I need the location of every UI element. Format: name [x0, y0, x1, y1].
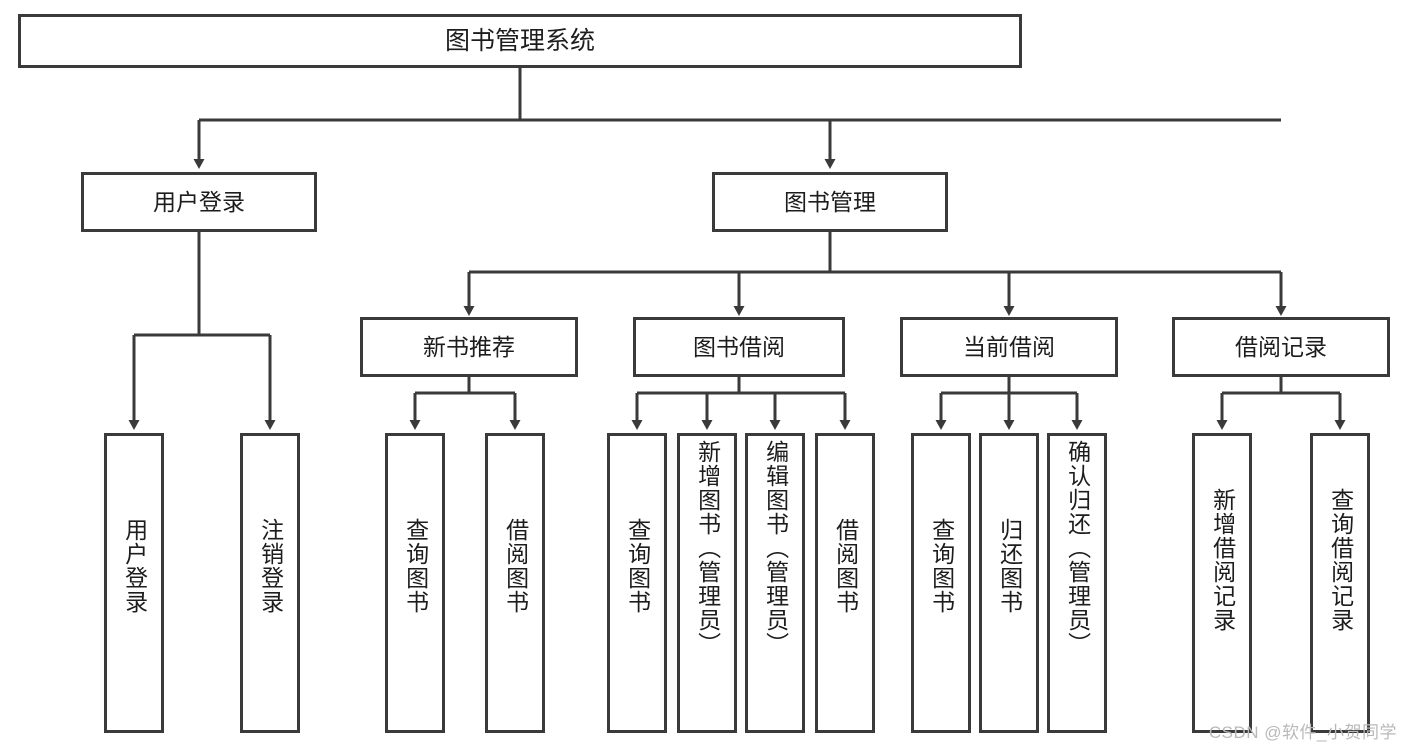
leaf-book-borrow-borrow-label: 借阅图书 — [832, 518, 859, 614]
leaf-book-borrow-query-label: 查询图书 — [624, 518, 651, 614]
leaf-new-book-borrow-label: 借阅图书 — [502, 518, 529, 614]
leaf-new-book-query-label: 查询图书 — [402, 518, 429, 614]
node-user-login[interactable]: 用户登录 — [81, 172, 317, 232]
leaf-book-borrow-edit-label: 编辑图书（管理员） — [762, 440, 789, 656]
node-book-management-label: 图书管理 — [784, 188, 876, 215]
node-current-borrow[interactable]: 当前借阅 — [900, 317, 1118, 377]
leaf-book-borrow-query[interactable]: 查询图书 — [607, 433, 667, 733]
leaf-borrow-records-add-label: 新增借阅记录 — [1209, 488, 1236, 632]
node-new-book-recommend[interactable]: 新书推荐 — [360, 317, 578, 377]
leaf-current-borrow-query[interactable]: 查询图书 — [911, 433, 971, 733]
leaf-borrow-records-query-label: 查询借阅记录 — [1327, 488, 1354, 632]
node-borrow-records-label: 借阅记录 — [1235, 333, 1327, 360]
leaf-user-login-logout-label: 注销登录 — [257, 518, 284, 614]
node-user-login-label: 用户登录 — [153, 188, 245, 215]
watermark: CSDN @软件_小贺同学 — [1208, 723, 1397, 742]
leaf-new-book-borrow[interactable]: 借阅图书 — [485, 433, 545, 733]
node-book-borrow[interactable]: 图书借阅 — [633, 317, 845, 377]
leaf-current-borrow-confirm-label: 确认归还（管理员） — [1064, 440, 1091, 656]
leaf-borrow-records-add[interactable]: 新增借阅记录 — [1192, 433, 1252, 733]
leaf-book-borrow-add-label: 新增图书（管理员） — [694, 440, 721, 656]
leaf-current-borrow-return[interactable]: 归还图书 — [979, 433, 1039, 733]
node-new-book-recommend-label: 新书推荐 — [423, 333, 515, 360]
leaf-borrow-records-query[interactable]: 查询借阅记录 — [1310, 433, 1370, 733]
node-root[interactable]: 图书管理系统 — [18, 14, 1022, 68]
node-book-borrow-label: 图书借阅 — [693, 333, 785, 360]
leaf-user-login-logout[interactable]: 注销登录 — [240, 433, 300, 733]
leaf-user-login-login[interactable]: 用户登录 — [104, 433, 164, 733]
node-book-management[interactable]: 图书管理 — [712, 172, 948, 232]
leaf-current-borrow-confirm[interactable]: 确认归还（管理员） — [1047, 433, 1107, 733]
leaf-current-borrow-return-label: 归还图书 — [996, 518, 1023, 614]
leaf-book-borrow-edit[interactable]: 编辑图书（管理员） — [745, 433, 805, 733]
leaf-new-book-query[interactable]: 查询图书 — [385, 433, 445, 733]
node-borrow-records[interactable]: 借阅记录 — [1172, 317, 1390, 377]
leaf-current-borrow-query-label: 查询图书 — [928, 518, 955, 614]
node-root-label: 图书管理系统 — [444, 26, 595, 55]
leaf-book-borrow-add[interactable]: 新增图书（管理员） — [677, 433, 737, 733]
leaf-book-borrow-borrow[interactable]: 借阅图书 — [815, 433, 875, 733]
node-current-borrow-label: 当前借阅 — [963, 333, 1055, 360]
leaf-user-login-login-label: 用户登录 — [121, 518, 148, 614]
